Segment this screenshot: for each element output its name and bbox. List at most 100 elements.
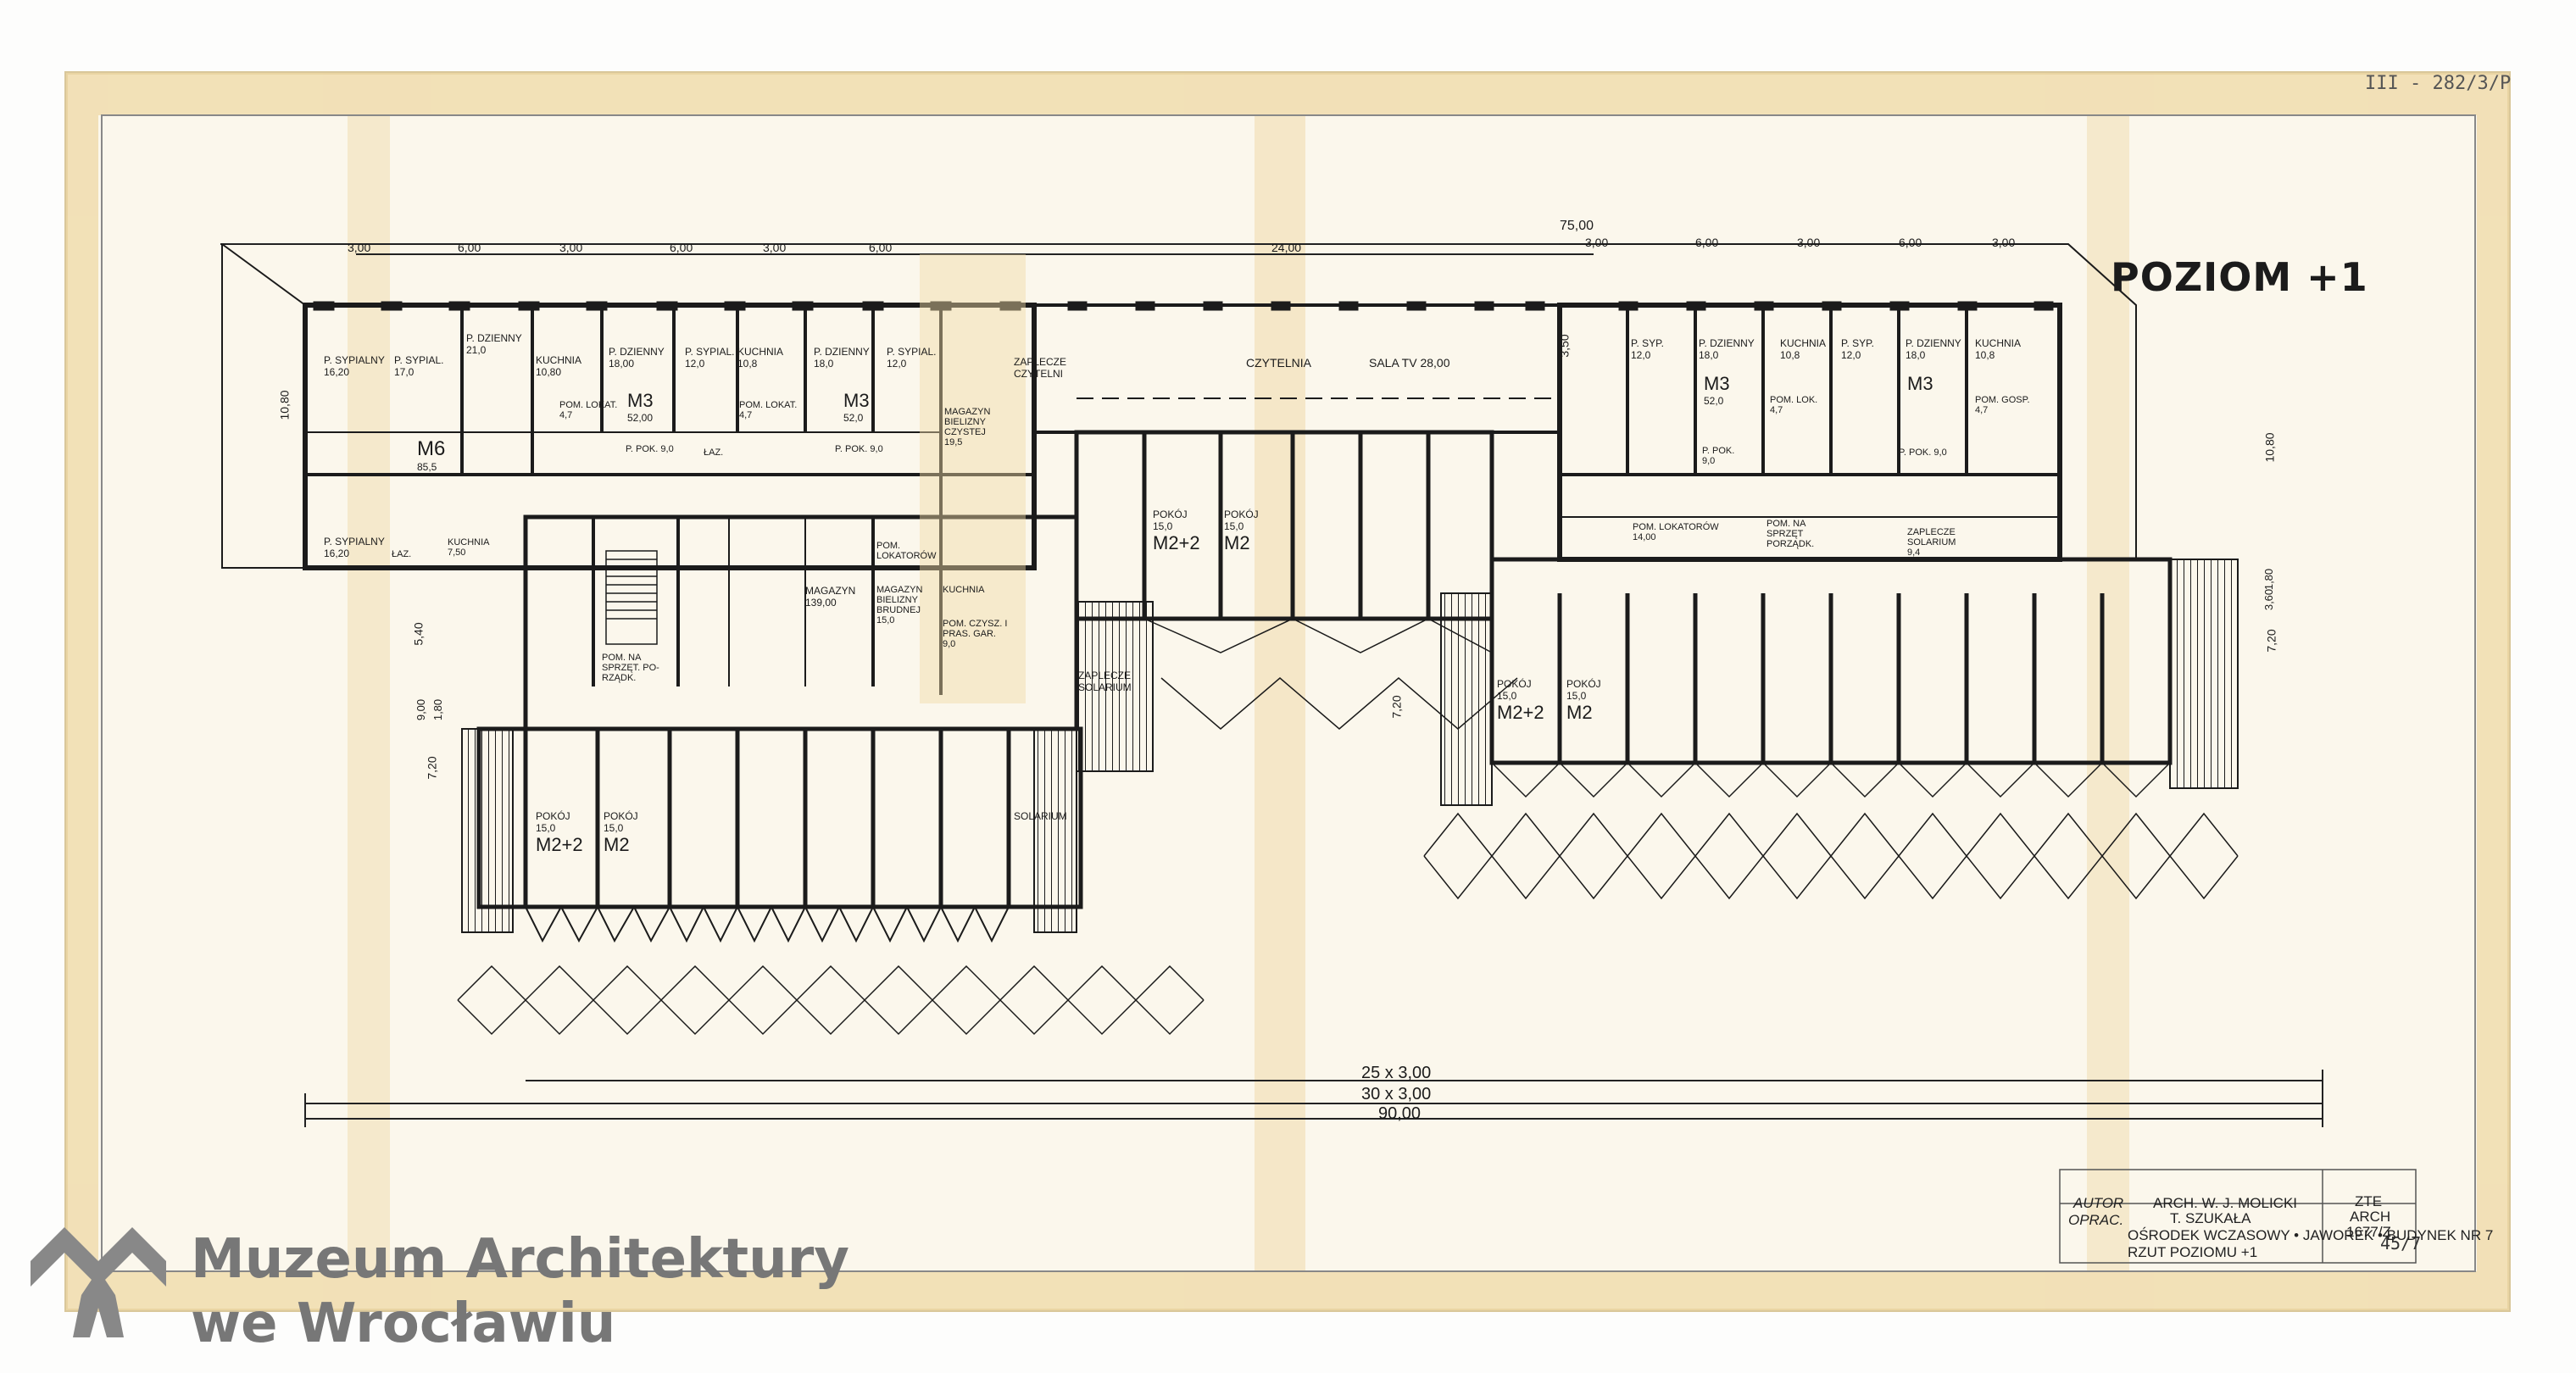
dim-seg: 3,00 xyxy=(763,241,787,254)
flat-m3: M3 xyxy=(1907,373,1933,394)
room-label: P. POK. 9,0 xyxy=(835,444,883,454)
lower-right-rooms xyxy=(1423,557,2239,900)
archive-note: III - 282/3/P xyxy=(2365,73,2512,94)
tape-strips xyxy=(66,73,2509,1310)
left-wing xyxy=(221,243,1037,695)
autor-label: AUTOR xyxy=(2073,1195,2124,1211)
project-name: OŚRODEK WCZASOWY • JAWOREK • BUDYNEK NR … xyxy=(2128,1227,2494,1243)
dim-bottom-total: 90,00 xyxy=(1378,1104,1422,1123)
room-label: SOLARIUM xyxy=(1014,810,1067,822)
org-name: ZTE xyxy=(2355,1193,2383,1209)
dim-misc: 3,60 xyxy=(2262,588,2276,611)
dim-misc: 7,20 xyxy=(1389,695,1404,719)
room-label: P. SYPIAL.17,0 xyxy=(394,354,444,378)
room-label: P. SYPIAL.12,0 xyxy=(887,346,937,370)
dim-seg: 3,00 xyxy=(1797,236,1821,249)
dim-left-height: 10,80 xyxy=(277,390,292,420)
room-label: SALA TV 28,00 xyxy=(1369,356,1450,370)
right-wing xyxy=(1557,243,2137,562)
sheet-number: 45/7 xyxy=(2380,1233,2422,1253)
dim-bottom-1: 25 x 3,00 xyxy=(1361,1064,1432,1082)
bottom-dimension-lines xyxy=(304,1070,2323,1127)
dim-bottom-2: 30 x 3,00 xyxy=(1361,1085,1432,1103)
author-name: ARCH. W. J. MOLICKI xyxy=(2153,1195,2298,1211)
room-label: POM. NA SPRZĘT. PO-RZĄDK. xyxy=(602,653,659,683)
title-block-frame xyxy=(2059,1169,2417,1264)
dim-seg: 6,00 xyxy=(458,241,481,254)
dim-seg: 6,00 xyxy=(1695,236,1719,249)
room-label: ŁAZ. xyxy=(392,549,412,559)
dim-seg: 24,00 xyxy=(1271,241,1302,254)
dim-misc: 3,50 xyxy=(1557,334,1572,358)
room-label: POM. NA SPRZĘT PORZĄDK. xyxy=(1766,519,1815,549)
dim-misc: 1,80 xyxy=(431,698,445,721)
room-label: P. POK. 9,0 xyxy=(626,444,674,454)
room-label: P. SYPIAL.12,0 xyxy=(685,346,735,370)
dim-seg: 3,00 xyxy=(559,241,583,254)
room-label: POM. GOSP.4,7 xyxy=(1975,395,2030,415)
dim-seg: 6,00 xyxy=(670,241,693,254)
org-role: ARCH xyxy=(2350,1209,2391,1225)
room-label: P. SYP.12,0 xyxy=(1631,337,1664,361)
watermark-line-2: we Wrocławiu xyxy=(191,1292,616,1355)
room-label: ZAPLECZE SOLARIUM xyxy=(1078,670,1132,693)
dim-misc: 1,80 xyxy=(2262,568,2276,591)
room-label: POM. LOK.4,7 xyxy=(1770,395,1818,415)
lower-left-rooms xyxy=(457,726,1205,1036)
room-label: POM. LOKATORÓW xyxy=(876,541,937,561)
center-block xyxy=(1032,301,1561,772)
room-label: ŁAZ. xyxy=(704,447,724,458)
room-label: POM. LOKAT.4,7 xyxy=(739,400,798,420)
room-label: POM. LOKAT.4,7 xyxy=(559,400,618,420)
dim-misc: 5,40 xyxy=(411,622,426,646)
dim-misc: 7,20 xyxy=(2264,629,2278,653)
room-label: POM. CZYSZ. I PRAS. GAR.9,0 xyxy=(943,619,1008,649)
services-block xyxy=(523,254,1079,731)
dim-misc: 9,00 xyxy=(414,698,428,721)
collaborator-name: T. SZUKAŁA xyxy=(2170,1210,2251,1226)
dim-seg: 3,00 xyxy=(1585,236,1609,249)
dim-misc: 7,20 xyxy=(425,756,439,780)
museum-logo-icon xyxy=(31,1227,166,1337)
dim-seg: 3,00 xyxy=(1992,236,2016,249)
dim-seg: 6,00 xyxy=(869,241,893,254)
room-label: KUCHNIA xyxy=(943,585,985,595)
dim-top-total: 75,00 xyxy=(1560,219,1594,233)
dim-seg: 3,00 xyxy=(348,241,371,254)
museum-watermark: Muzeum Architektury we Wrocławiu xyxy=(191,1227,849,1356)
room-label: P. SYP.12,0 xyxy=(1841,337,1874,361)
drawing-code: 1677/Z xyxy=(2346,1224,2391,1240)
drawing-title: POZIOM +1 xyxy=(2111,254,2368,300)
sheet-name: RZUT POZIOMU +1 xyxy=(2128,1244,2258,1260)
room-label: ZAPLECZE CZYTELNI xyxy=(1014,356,1067,380)
room-label: CZYTELNIA xyxy=(1246,356,1312,370)
